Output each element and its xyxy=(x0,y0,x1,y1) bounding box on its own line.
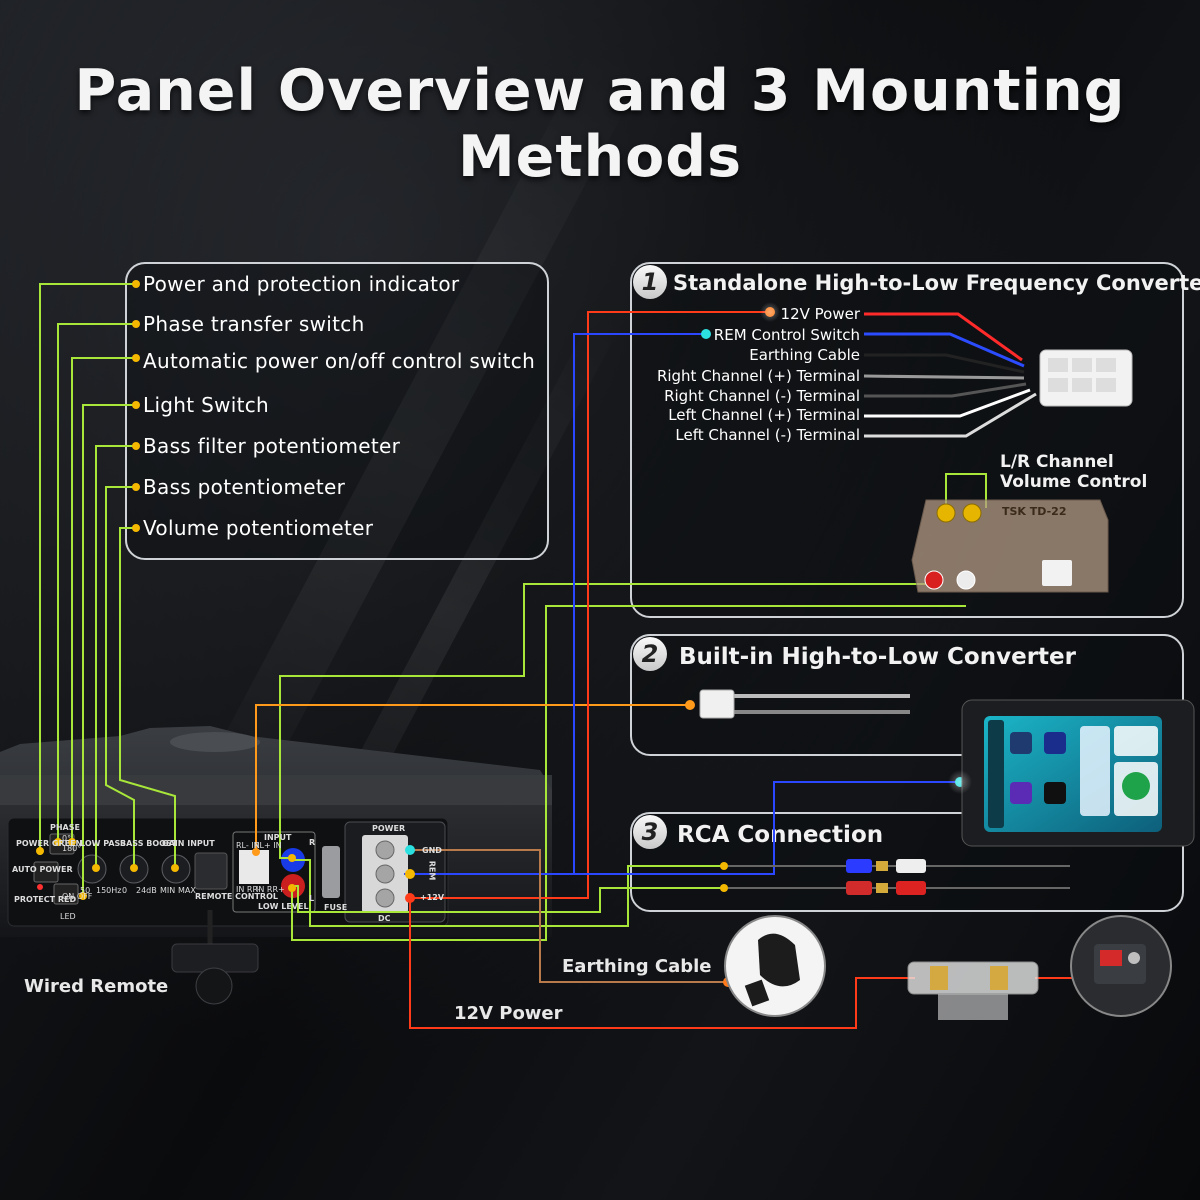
method1-number: 1 xyxy=(633,265,667,299)
battery-photo xyxy=(1070,915,1172,1017)
rca-plug-blue xyxy=(846,859,872,873)
pin-rl-minus: RL- IN xyxy=(236,841,260,850)
wired-remote xyxy=(171,910,259,1005)
gain-input-label: GAIN INPUT xyxy=(162,839,215,848)
low-pass-knob xyxy=(77,854,107,884)
low-level-input-plug xyxy=(239,850,269,884)
method2-title: Built-in High-to-Low Converter xyxy=(679,644,1076,670)
callout-label: Light Switch xyxy=(143,393,269,417)
harness-wire-label: Earthing Cable xyxy=(749,346,860,364)
method3-title: RCA Connection xyxy=(677,822,884,848)
bass-boost-min: 0 xyxy=(122,886,128,895)
led-label: LED xyxy=(60,912,76,921)
method2-number: 2 xyxy=(633,637,667,671)
input-label: INPUT xyxy=(264,833,292,842)
harness-wire-label: 12V Power xyxy=(780,305,860,323)
dc-label: DC xyxy=(378,914,391,923)
rem-label: REM xyxy=(427,860,437,881)
r-label: R xyxy=(309,838,316,847)
phase-0-label: 0° xyxy=(62,834,72,843)
auto-power-switch xyxy=(33,861,59,883)
harness-wire-label: Left Channel (+) Terminal xyxy=(668,406,860,424)
harness-connector xyxy=(1039,349,1133,407)
protect-led xyxy=(37,884,43,890)
rem-control-wire xyxy=(404,333,960,875)
callout-label: Power and protection indicator xyxy=(143,272,460,296)
low-pass-min: 50 xyxy=(80,886,91,895)
earthing-wire xyxy=(412,849,728,983)
earthing-cable-label: Earthing Cable xyxy=(562,956,712,977)
volume-control-label-line2: Volume Control xyxy=(1000,472,1148,492)
gain-min: MIN xyxy=(160,886,176,895)
callout-label: Automatic power on/off control switch xyxy=(143,349,536,373)
earthing-photo xyxy=(724,915,826,1017)
callout-label: Bass filter potentiometer xyxy=(143,434,401,458)
l-label: L xyxy=(309,894,315,903)
built-in-converter-wire xyxy=(255,704,690,852)
remote-control-label: REMOTE CONTROL xyxy=(195,893,278,901)
gnd-label: GND xyxy=(422,846,442,855)
low-pass-max: 150Hz xyxy=(96,886,122,895)
phase-label: PHASE xyxy=(50,823,80,832)
fuse xyxy=(322,846,340,898)
power-label: POWER xyxy=(372,824,406,833)
method1-title: Standalone High-to-Low Frequency Convert… xyxy=(673,271,1200,295)
page-title: Panel Overview and 3 Mounting Methods xyxy=(74,58,1126,190)
harness-wire-label: Right Channel (-) Terminal xyxy=(664,387,860,405)
rca-plug-red-2 xyxy=(896,881,926,895)
bass-boost-label: BASS BOOST xyxy=(120,839,178,848)
rca-signal-wires xyxy=(279,473,987,941)
power-green-label: POWER GREEN xyxy=(16,840,82,848)
callout-label: Phase transfer switch xyxy=(143,312,365,336)
harness-wire-label: Right Channel (+) Terminal xyxy=(656,367,860,385)
low-level-label: LOW LEVEL xyxy=(258,902,309,911)
rca-plug-white xyxy=(896,859,926,873)
callout-leader-lines xyxy=(39,283,176,896)
bass-boost-max: 24dB xyxy=(136,886,157,895)
control-panel xyxy=(7,817,449,927)
low-pass-label: LOW PASS xyxy=(80,839,126,848)
plus12v-label: +12V xyxy=(420,893,445,902)
inline-fuse-holder xyxy=(907,961,1039,1020)
pin-rl-plus: RL+ IN xyxy=(254,841,282,850)
volume-control-label-line1: L/R Channel xyxy=(1000,452,1114,472)
rca-plug-red xyxy=(846,881,872,895)
callout-label: Volume potentiometer xyxy=(143,516,374,540)
power-12v-label: 12V Power xyxy=(454,1003,563,1024)
panel-overview-box xyxy=(125,262,549,560)
callout-dots xyxy=(36,280,179,900)
pin-rr-minus: IN RR- xyxy=(236,885,261,894)
harness-wire-label: REM Control Switch xyxy=(713,326,860,344)
volume-control-label: L/R Channel Volume Control xyxy=(1000,452,1147,492)
protect-red-label: PROTECT RED xyxy=(14,896,76,904)
subwoofer-amplifier xyxy=(0,726,552,937)
harness-wires xyxy=(863,312,1037,438)
gain-max: MAX xyxy=(178,886,196,895)
pin-rr-plus: IN RR+ xyxy=(256,886,285,894)
speaker-grille xyxy=(170,732,260,752)
phase-180-label: 180° xyxy=(62,844,82,853)
harness-wire-label: Left Channel (-) Terminal xyxy=(675,426,860,444)
callout-label: Bass potentiometer xyxy=(143,475,346,499)
fuse-label: FUSE xyxy=(324,903,348,912)
wired-remote-label: Wired Remote xyxy=(24,976,169,997)
head-unit-display xyxy=(961,699,1195,847)
light-switch xyxy=(53,883,79,905)
remote-control-port xyxy=(194,852,228,890)
rca-cables xyxy=(728,859,1070,895)
built-in-converter-plug xyxy=(699,689,910,719)
line-output-converter: TSK TD-22 xyxy=(911,499,1109,593)
converter-model: TSK TD-22 xyxy=(1002,505,1067,518)
method3-number: 3 xyxy=(633,815,667,849)
auto-power-label: AUTO POWER xyxy=(12,865,73,874)
on-off-label: ON OFF xyxy=(62,892,92,901)
